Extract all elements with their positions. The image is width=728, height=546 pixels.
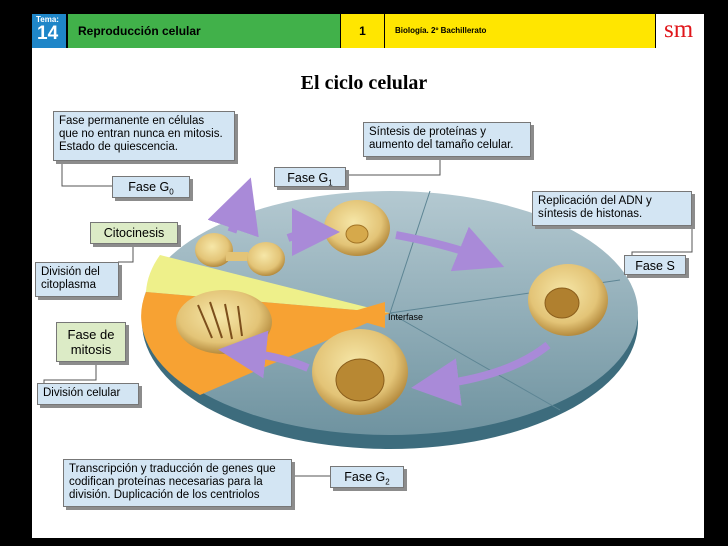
g2-phase-label: Fase G2: [330, 466, 404, 488]
slide-number-box: 1: [341, 14, 384, 48]
daughter-cell-2: [247, 242, 285, 276]
s-phase-label: Fase S: [624, 255, 686, 275]
cell-division-label: División celular: [37, 383, 139, 405]
header-title: Reproducción celular: [78, 24, 201, 38]
g1-description: Síntesis de proteínas y aumento del tama…: [363, 122, 531, 157]
header-title-bar: Reproducción celular: [68, 14, 340, 48]
publisher-logo: sm: [656, 14, 704, 48]
s-description: Replicación del ADN y síntesis de histon…: [532, 191, 692, 226]
chromosomes: [197, 301, 243, 340]
arrow-to-g0: [207, 177, 259, 238]
nucleus-g2: [335, 358, 385, 402]
g1-phase-text: Fase G: [287, 171, 329, 185]
arrow-to-g1: [286, 208, 340, 257]
topic-badge: Tema: 14: [32, 14, 66, 48]
daughter-cell-1: [195, 233, 233, 267]
nucleus-s: [544, 287, 580, 319]
page-title: El ciclo celular: [300, 72, 428, 94]
g1-subscript: 1: [328, 178, 333, 188]
g0-subscript: 0: [169, 187, 174, 197]
arrow-to-s: [395, 226, 505, 272]
arrow-to-g2: [411, 341, 551, 406]
logo-text: sm: [664, 16, 694, 43]
topic-number: 14: [37, 23, 59, 44]
cell-bridge: [226, 252, 248, 261]
topic-label: Tema:: [36, 15, 59, 24]
slide-number: 1: [359, 24, 366, 38]
g2-phase-text: Fase G: [344, 470, 386, 484]
g0-phase-text: Fase G: [128, 180, 170, 194]
interphase-pointer: [340, 302, 385, 328]
course-bar: Biología. 2º Bachillerato: [385, 14, 655, 48]
mitosis-phase-label: Fase de mitosis: [56, 322, 126, 362]
cytokinesis-sector: [146, 255, 390, 313]
g0-phase-label: Fase G0: [112, 176, 190, 198]
interphase-label: Interfase: [388, 312, 424, 322]
course-label: Biología. 2º Bachillerato: [395, 26, 487, 35]
cytoplasm-division-label: División del citoplasma: [35, 262, 119, 297]
g1-phase-label: Fase G1: [274, 167, 346, 188]
arrow-to-mitosis: [218, 330, 310, 379]
cell-mitosis: [176, 290, 272, 354]
g2-description: Transcripción y traducción de genes que …: [63, 459, 292, 507]
nucleus-g1: [345, 224, 369, 244]
g0-description: Fase permanente en células que no entran…: [53, 111, 235, 161]
cytokinesis-label: Citocinesis: [90, 222, 178, 244]
g2-subscript: 2: [385, 477, 390, 487]
